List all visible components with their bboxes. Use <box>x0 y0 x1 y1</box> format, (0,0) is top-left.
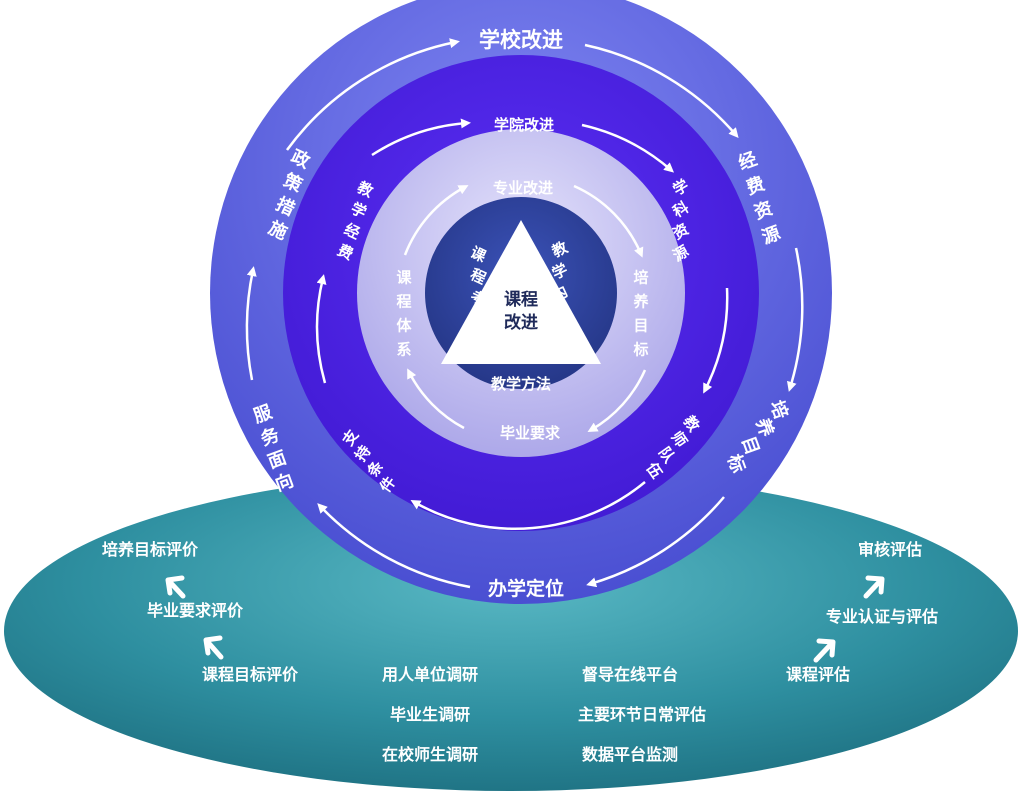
center-triangle <box>441 220 601 364</box>
triangle-bottom-label: 教学方法 <box>490 375 551 393</box>
center-right-item-3: 数据平台监测 <box>582 745 678 764</box>
inner-arrow-top-left <box>403 185 469 256</box>
outer-arrow-bottom-left <box>317 503 471 589</box>
outer-top-label: 学校改进 <box>479 28 563 52</box>
left-chain-item-2: 毕业要求评价 <box>147 601 244 620</box>
middle-top-label: 学院改进 <box>494 116 554 134</box>
stack-char: 内 <box>549 282 570 305</box>
inner-arrow-bottom-right <box>587 369 647 432</box>
stack-char: 经 <box>341 220 362 243</box>
middle-arrow-bottom <box>410 481 646 531</box>
stack-char: 核 <box>468 309 489 332</box>
triangle-center-label-1: 课程 <box>504 290 538 310</box>
stack-char: 学 <box>549 260 570 283</box>
middle-arrow-top-left <box>371 118 471 157</box>
inner-right-label: 培养目标 <box>632 269 649 359</box>
left-chain-arrow-lower <box>203 635 224 660</box>
right-chain-arrow-lower <box>813 638 836 663</box>
middle-arrow-right <box>703 287 729 394</box>
stack-char: 程 <box>468 265 489 288</box>
inner-arrow-bottom-left <box>407 368 465 430</box>
base-ellipse <box>4 471 1018 791</box>
left-chain-item-3: 培养目标评价 <box>102 540 199 559</box>
outer-arrow-right <box>786 247 804 392</box>
center-left-item-3: 在校师生调研 <box>382 745 478 764</box>
middle-arrow-top-right <box>581 123 675 173</box>
center-right-item-2: 主要环节日常评估 <box>578 705 706 724</box>
outer-arrow-bottom-right <box>586 496 725 588</box>
outer-arrow-top-right <box>584 43 739 139</box>
middle-arrow-left <box>315 274 327 384</box>
center-left-item-2: 毕业生调研 <box>390 705 470 724</box>
center-right-item-1: 督导在线平台 <box>582 665 678 684</box>
stack-char: 学 <box>348 199 369 222</box>
stack-char: 考 <box>468 287 489 310</box>
right-chain-arrow-upper <box>863 575 885 599</box>
inner-arrow-top-right <box>573 184 644 258</box>
stack-char: 系 <box>396 341 411 359</box>
triangle-center-label-2: 改进 <box>504 312 538 333</box>
stack-char: 容 <box>548 304 570 327</box>
left-chain-arrow-upper <box>165 575 186 599</box>
right-chain-item-2: 专业认证与评估 <box>826 607 938 626</box>
stack-char: 养 <box>632 293 649 311</box>
stack-char: 标 <box>632 341 648 359</box>
right-chain-item-1: 课程评估 <box>786 665 850 684</box>
inner-top-label: 专业改进 <box>493 179 553 197</box>
stack-char: 费 <box>335 241 356 264</box>
stack-char: 体 <box>396 317 412 335</box>
outer-arrow-left <box>245 266 257 381</box>
inner-bottom-label: 毕业要求 <box>500 424 561 442</box>
left-chain-item-1: 课程目标评价 <box>202 665 299 684</box>
stack-char: 目 <box>633 317 648 335</box>
stack-char: 课 <box>396 269 412 287</box>
right-chain-item-3: 审核评估 <box>858 540 922 559</box>
stack-char: 程 <box>396 293 411 311</box>
outer-bottom-label: 办学定位 <box>488 577 564 600</box>
stack-char: 培 <box>633 269 648 287</box>
center-left-item-1: 用人单位调研 <box>382 665 478 684</box>
outer-arrow-top-left <box>285 38 460 151</box>
